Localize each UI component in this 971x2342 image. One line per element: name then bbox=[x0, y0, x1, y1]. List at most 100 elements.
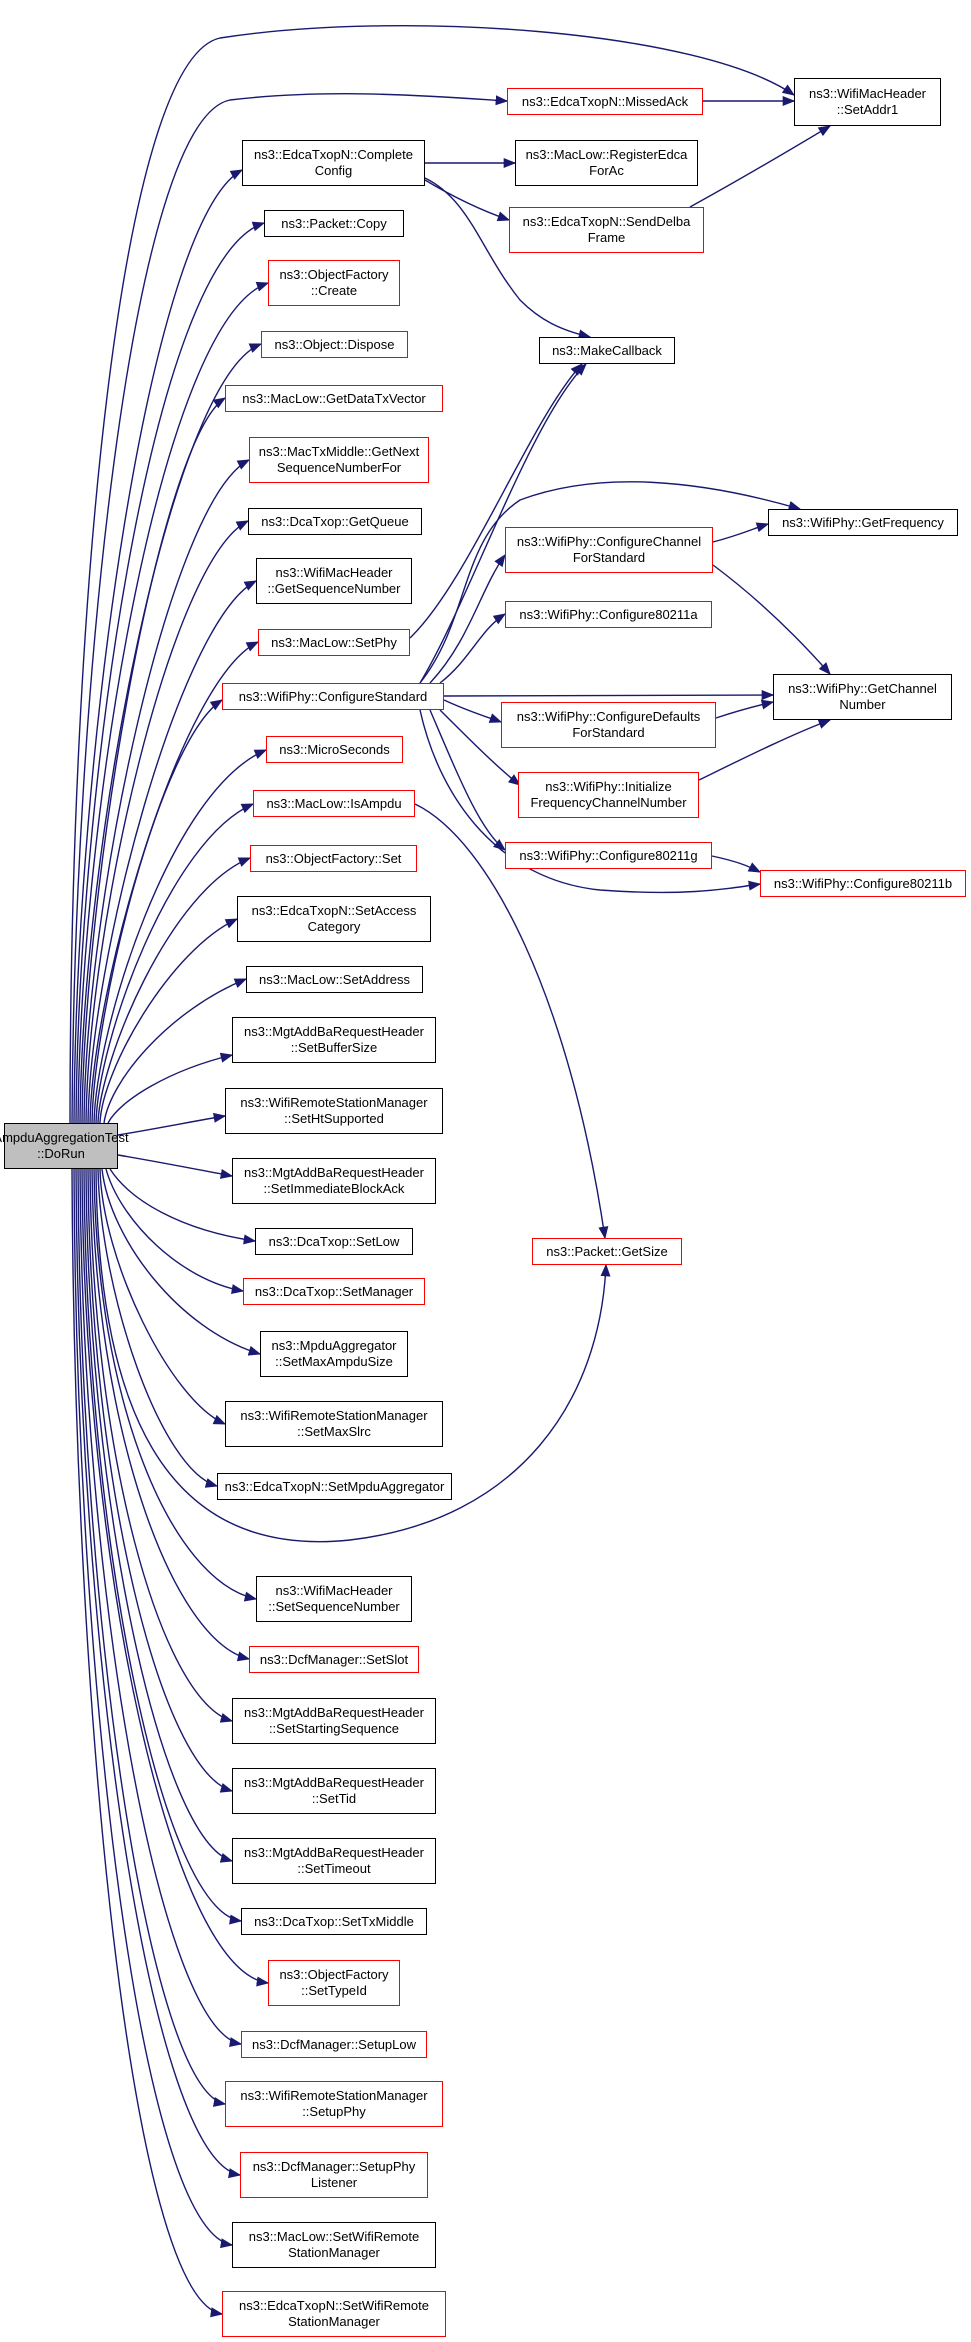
node-set-sequence-number[interactable]: ns3::WifiMacHeader ::SetSequenceNumber bbox=[256, 1576, 412, 1622]
node-root[interactable]: AmpduAggregationTest ::DoRun bbox=[0, 1123, 129, 1169]
edge-root-copy bbox=[75, 221, 266, 1124]
node-send-delba[interactable]: ns3::EdcaTxopN::SendDelba Frame bbox=[509, 207, 704, 253]
edge-root-complete-config bbox=[73, 169, 244, 1124]
edge-root-set-slot bbox=[91, 1168, 251, 1662]
edge-root-get-queue bbox=[85, 520, 250, 1124]
edge-defaults-get-channel-number bbox=[715, 699, 775, 719]
edge-root-create bbox=[77, 281, 270, 1124]
edge-root-set-type-id bbox=[81, 1168, 270, 1987]
node-get-frequency[interactable]: ns3::WifiPhy::GetFrequency bbox=[768, 509, 958, 536]
edge-std-configure-80211b bbox=[419, 709, 762, 894]
edge-root-set-manager bbox=[105, 1168, 245, 1295]
edge-root-maclow-set-wifi-remote bbox=[73, 1168, 234, 2249]
node-set-slot[interactable]: ns3::DcfManager::SetSlot bbox=[249, 1646, 419, 1673]
edge-channel-get-channel-number bbox=[712, 564, 831, 675]
node-configure-channel[interactable]: ns3::WifiPhy::ConfigureChannel ForStanda… bbox=[505, 527, 713, 573]
node-set-tx-middle[interactable]: ns3::DcaTxop::SetTxMiddle bbox=[241, 1908, 427, 1935]
node-set-low[interactable]: ns3::DcaTxop::SetLow bbox=[255, 1228, 413, 1255]
edge-complete-make-callback bbox=[424, 177, 592, 340]
node-micro-seconds[interactable]: ns3::MicroSeconds bbox=[266, 736, 403, 763]
node-set-tid[interactable]: ns3::MgtAddBaRequestHeader ::SetTid bbox=[232, 1768, 436, 1814]
node-set-mpdu-aggregator[interactable]: ns3::EdcaTxopN::SetMpduAggregator bbox=[217, 1473, 452, 1500]
node-set-address[interactable]: ns3::MacLow::SetAddress bbox=[246, 966, 423, 993]
node-set-max-slrc[interactable]: ns3::WifiRemoteStationManager ::SetMaxSl… bbox=[225, 1401, 443, 1447]
edge-std-get-channel-number bbox=[443, 689, 775, 701]
node-get-next-sequence[interactable]: ns3::MacTxMiddle::GetNext SequenceNumber… bbox=[249, 437, 429, 483]
edge-root-set-immediate-block-ack bbox=[117, 1154, 234, 1179]
node-object-factory-create[interactable]: ns3::ObjectFactory ::Create bbox=[268, 260, 400, 306]
edge-std-configure-defaults bbox=[443, 699, 503, 723]
node-set-starting-sequence[interactable]: ns3::MgtAddBaRequestHeader ::SetStarting… bbox=[232, 1698, 436, 1744]
node-set-addr1[interactable]: ns3::WifiMacHeader ::SetAddr1 bbox=[794, 78, 941, 126]
node-get-data-tx-vector[interactable]: ns3::MacLow::GetDataTxVector bbox=[225, 385, 443, 412]
edge-root-set-max-slrc bbox=[99, 1168, 227, 1425]
edge-root-get-seq-num bbox=[87, 580, 258, 1124]
node-packet-get-size[interactable]: ns3::Packet::GetSize bbox=[532, 1238, 682, 1265]
node-set-timeout[interactable]: ns3::MgtAddBaRequestHeader ::SetTimeout bbox=[232, 1838, 436, 1884]
node-setup-phy-listener[interactable]: ns3::DcfManager::SetupPhy Listener bbox=[240, 2152, 428, 2198]
node-set-type-id[interactable]: ns3::ObjectFactory ::SetTypeId bbox=[268, 1960, 400, 2006]
edge-root-set-sequence-number bbox=[93, 1168, 258, 1602]
edge-root-is-ampdu bbox=[95, 803, 255, 1124]
node-setup-low[interactable]: ns3::DcfManager::SetupLow bbox=[241, 2031, 427, 2058]
edge-root-set-max-ampdu-size bbox=[101, 1168, 262, 1356]
edge-root-set-starting-sequence bbox=[89, 1168, 234, 1723]
edge-set-phy-make-callback bbox=[409, 363, 583, 639]
node-setup-phy[interactable]: ns3::WifiRemoteStationManager ::SetupPhy bbox=[225, 2081, 443, 2127]
node-set-ht-supported[interactable]: ns3::WifiRemoteStationManager ::SetHtSup… bbox=[225, 1088, 443, 1134]
node-maclow-set-phy[interactable]: ns3::MacLow::SetPhy bbox=[258, 629, 410, 656]
node-edca-set-wifi-remote[interactable]: ns3::EdcaTxopN::SetWifiRemote StationMan… bbox=[222, 2291, 446, 2337]
edge-root-set-tid bbox=[87, 1168, 234, 1793]
edge-root-edca-set-wifi-remote bbox=[71, 1168, 224, 2318]
node-set-manager[interactable]: ns3::DcaTxop::SetManager bbox=[243, 1278, 425, 1305]
edge-channel-get-frequency bbox=[712, 522, 770, 543]
node-set-immediate-block-ack[interactable]: ns3::MgtAddBaRequestHeader ::SetImmediat… bbox=[232, 1158, 436, 1204]
node-configure-standard[interactable]: ns3::WifiPhy::ConfigureStandard bbox=[222, 683, 444, 710]
edge-root-get-next-seq bbox=[83, 459, 251, 1124]
edge-is-ampdu-get-size bbox=[414, 803, 609, 1240]
node-set-max-ampdu-size[interactable]: ns3::MpduAggregator ::SetMaxAmpduSize bbox=[260, 1331, 408, 1377]
node-make-callback[interactable]: ns3::MakeCallback bbox=[539, 337, 675, 364]
node-get-sequence-number[interactable]: ns3::WifiMacHeader ::GetSequenceNumber bbox=[256, 558, 412, 604]
edge-root-setup-low bbox=[79, 1168, 243, 2047]
node-configure-80211g[interactable]: ns3::WifiPhy::Configure80211g bbox=[505, 842, 712, 869]
node-configure-80211a[interactable]: ns3::WifiPhy::Configure80211a bbox=[505, 601, 712, 628]
node-maclow-set-wifi-remote[interactable]: ns3::MacLow::SetWifiRemote StationManage… bbox=[232, 2222, 436, 2268]
edge-std-get-frequency bbox=[419, 481, 802, 684]
node-configure-defaults[interactable]: ns3::WifiPhy::ConfigureDefaults ForStand… bbox=[501, 702, 716, 748]
edge-root-set-tx-middle bbox=[83, 1168, 243, 1925]
edge-root-set-low bbox=[109, 1168, 257, 1245]
node-packet-copy[interactable]: ns3::Packet::Copy bbox=[264, 210, 404, 237]
node-object-factory-set[interactable]: ns3::ObjectFactory::Set bbox=[250, 845, 417, 872]
edge-root-set-mpdu-aggregator bbox=[97, 1168, 219, 1488]
edge-init-freq-get-channel-number bbox=[698, 719, 832, 781]
edge-std-configure-channel bbox=[429, 553, 506, 684]
node-configure-80211b[interactable]: ns3::WifiPhy::Configure80211b bbox=[760, 870, 966, 897]
edge-root-micro-seconds bbox=[93, 749, 268, 1124]
edge-80211g-80211b bbox=[711, 855, 762, 873]
edge-std-configure-80211a bbox=[439, 613, 507, 684]
edge-root-set-buffer-size bbox=[107, 1052, 234, 1124]
node-get-channel-number[interactable]: ns3::WifiPhy::GetChannel Number bbox=[773, 674, 952, 720]
edge-root-missed-ack bbox=[71, 93, 509, 1124]
node-set-access-category[interactable]: ns3::EdcaTxopN::SetAccess Category bbox=[237, 896, 431, 942]
edge-complete-send-delba bbox=[424, 179, 511, 222]
edge-root-setup-phy-listener bbox=[75, 1168, 242, 2179]
edges bbox=[69, 25, 832, 2318]
node-object-dispose[interactable]: ns3::Object::Dispose bbox=[261, 331, 408, 358]
node-is-ampdu[interactable]: ns3::MacLow::IsAmpdu bbox=[253, 790, 415, 817]
node-initialize-frequency[interactable]: ns3::WifiPhy::Initialize FrequencyChanne… bbox=[518, 772, 699, 818]
edge-root-set-access-category bbox=[99, 918, 239, 1124]
edge-root-set-ht-supported bbox=[117, 1112, 227, 1136]
edge-root-set-timeout bbox=[85, 1168, 234, 1863]
node-complete-config[interactable]: ns3::EdcaTxopN::Complete Config bbox=[242, 140, 425, 186]
edge-root-object-factory-set bbox=[97, 857, 252, 1124]
node-set-buffer-size[interactable]: ns3::MgtAddBaRequestHeader ::SetBufferSi… bbox=[232, 1017, 436, 1063]
edge-send-delba-set-addr1 bbox=[689, 125, 832, 208]
node-missed-ack[interactable]: ns3::EdcaTxopN::MissedAck bbox=[507, 88, 703, 115]
node-get-queue[interactable]: ns3::DcaTxop::GetQueue bbox=[248, 508, 422, 535]
edge-root-configure-standard bbox=[91, 699, 224, 1124]
node-register-edca[interactable]: ns3::MacLow::RegisterEdca ForAc bbox=[515, 140, 698, 186]
edge-std-make-callback bbox=[419, 363, 587, 684]
